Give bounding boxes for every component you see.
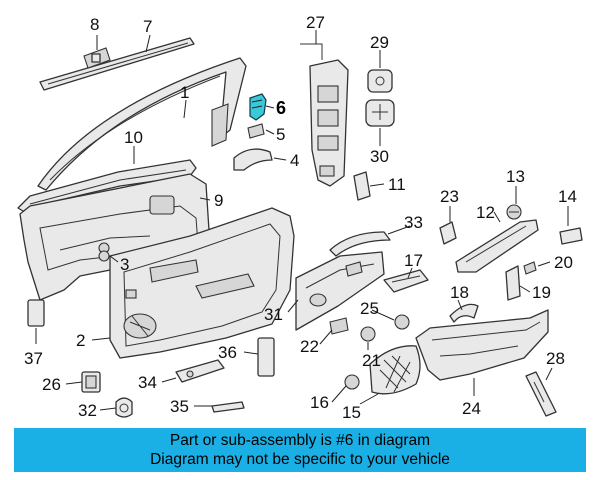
- part-8-bracket[interactable]: [83, 47, 111, 69]
- part-23-trim-cap[interactable]: [439, 221, 457, 245]
- callout-24: 24: [462, 399, 481, 418]
- part-27-window-switch-panel[interactable]: [300, 43, 349, 187]
- part-1-window-frame[interactable]: [37, 57, 247, 191]
- callout-6: 6: [276, 98, 286, 118]
- callout-10: 10: [124, 128, 143, 147]
- part-26-switch[interactable]: [81, 371, 101, 393]
- part-16-washer[interactable]: [344, 374, 360, 390]
- callout-37: 37: [24, 349, 43, 368]
- callout-23: 23: [440, 187, 459, 206]
- callout-1: 1: [180, 83, 189, 102]
- callout-22: 22: [300, 337, 319, 356]
- part-35-rod[interactable]: [211, 401, 245, 413]
- part-33-molding[interactable]: [329, 231, 391, 257]
- callout-33: 33: [404, 213, 423, 232]
- callout-2: 2: [76, 331, 85, 350]
- banner-line-1: Part or sub-assembly is #6 in diagram: [169, 432, 431, 449]
- part-6-highlighted[interactable]: [249, 93, 267, 121]
- leader-lines: [35, 30, 569, 411]
- part-36-plate[interactable]: [257, 337, 275, 377]
- callout-13: 13: [506, 167, 525, 186]
- callout-5: 5: [276, 125, 285, 144]
- part-29-mirror-switch[interactable]: [367, 69, 393, 93]
- callout-32: 32: [78, 401, 97, 420]
- callout-7: 7: [143, 17, 152, 36]
- part-4-handle-bezel[interactable]: [233, 148, 273, 171]
- callout-35: 35: [170, 397, 189, 416]
- part-18-pull-handle[interactable]: [449, 303, 479, 323]
- callout-19: 19: [532, 283, 551, 302]
- part-17-handle-bracket[interactable]: [383, 269, 429, 293]
- part-19-bracket[interactable]: [505, 265, 521, 301]
- part-34-handle-mechanism[interactable]: [175, 359, 225, 383]
- part-21-fastener[interactable]: [360, 326, 376, 342]
- part-12-armrest[interactable]: [455, 219, 539, 273]
- part-11-switch-cover[interactable]: [353, 171, 371, 201]
- part-24-lower-trim[interactable]: [415, 309, 549, 381]
- part-30-seat-switch[interactable]: [365, 99, 395, 127]
- callout-28: 28: [546, 349, 565, 368]
- callout-4: 4: [290, 151, 299, 170]
- part-37-bracket[interactable]: [27, 299, 45, 327]
- callout-36: 36: [218, 343, 237, 362]
- part-28-insert[interactable]: [525, 371, 557, 417]
- part-32-bezel[interactable]: [115, 397, 133, 418]
- callout-16: 16: [310, 393, 329, 412]
- callout-25: 25: [360, 299, 379, 318]
- callout-15: 15: [342, 403, 361, 422]
- part-31-trim-insert[interactable]: [295, 251, 385, 331]
- part-3-clip[interactable]: [98, 250, 110, 262]
- part-15-speaker-grille[interactable]: [369, 345, 421, 395]
- part-5-clip[interactable]: [247, 123, 265, 139]
- info-banner: Part or sub-assembly is #6 in diagram Di…: [14, 428, 586, 472]
- banner-line-2: Diagram may not be specific to your vehi…: [150, 451, 450, 468]
- callout-3: 3: [120, 255, 129, 274]
- callout-20: 20: [554, 253, 573, 272]
- part-2-door-trim-panel[interactable]: [109, 207, 295, 359]
- callout-8: 8: [90, 15, 99, 34]
- callout-14: 14: [558, 187, 577, 206]
- parts-diagram: 8 7 1 10 9 3 2 6 5 4 27 29 30 11 23 13 1…: [17, 13, 583, 422]
- callout-17: 17: [404, 251, 423, 270]
- callout-18: 18: [450, 283, 469, 302]
- callout-numbers: 8 7 1 10 9 3 2 6 5 4 27 29 30 11 23 13 1…: [24, 13, 577, 422]
- part-13-fastener[interactable]: [506, 204, 522, 220]
- callout-29: 29: [370, 33, 389, 52]
- callout-31: 31: [264, 305, 283, 324]
- part-25-knob[interactable]: [394, 314, 410, 330]
- callout-11: 11: [388, 175, 406, 194]
- part-14-badge[interactable]: [559, 227, 583, 245]
- part-7-belt-strip[interactable]: [39, 37, 195, 91]
- part-20-screw[interactable]: [523, 261, 537, 275]
- callout-26: 26: [42, 375, 61, 394]
- part-22-cover[interactable]: [329, 317, 349, 335]
- callout-30: 30: [370, 147, 389, 166]
- callout-27: 27: [306, 13, 325, 32]
- callout-21: 21: [362, 351, 381, 370]
- callout-9: 9: [214, 191, 223, 210]
- callout-34: 34: [138, 373, 157, 392]
- callout-12: 12: [476, 203, 495, 222]
